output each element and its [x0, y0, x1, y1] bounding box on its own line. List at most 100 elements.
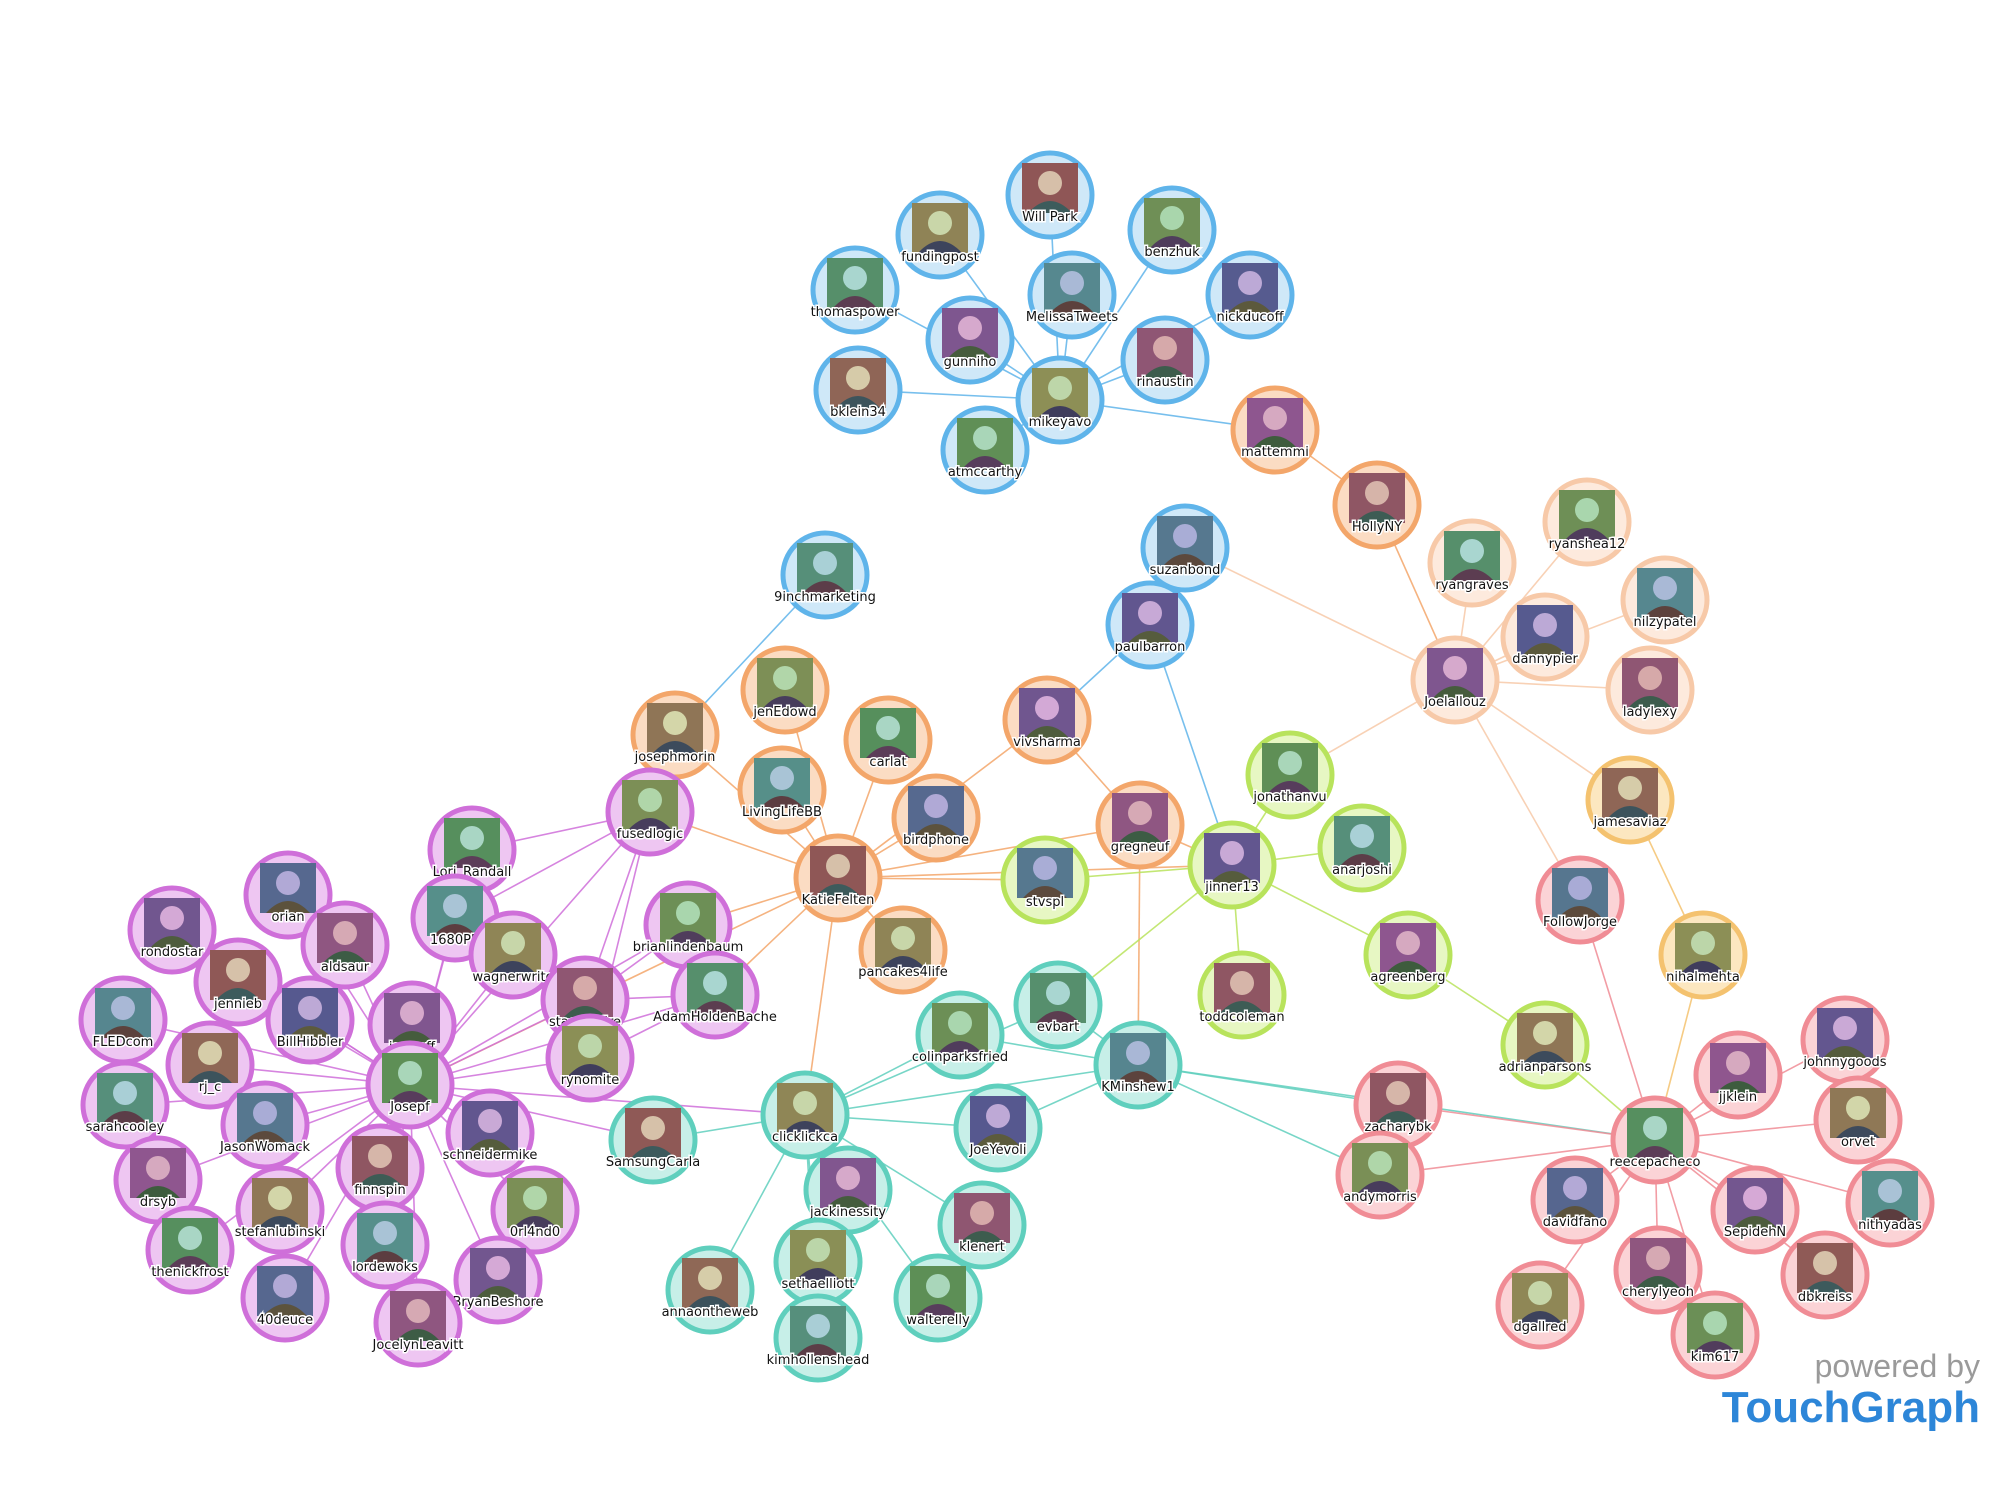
- node-joeyevoli[interactable]: JoeYevoli: [953, 1083, 1043, 1173]
- node-bryanbeshore[interactable]: BryanBeshore: [451, 1235, 545, 1325]
- node-gunniho[interactable]: gunniho: [925, 295, 1015, 385]
- node-bklein34[interactable]: bklein34: [813, 345, 903, 435]
- node-label: rj_c: [199, 1080, 222, 1095]
- node-evbart[interactable]: evbart: [1013, 960, 1103, 1050]
- node-katiefelten[interactable]: KatieFelten: [793, 833, 883, 923]
- node-toddcoleman[interactable]: toddcoleman: [1197, 950, 1287, 1040]
- node-livinglifebb[interactable]: LivingLifeBB: [737, 745, 827, 835]
- node-colinparksfried[interactable]: colinparksfried: [910, 990, 1010, 1080]
- node-fundingpost[interactable]: fundingpost: [895, 190, 985, 280]
- node-melissatweets[interactable]: MelissaTweets: [1024, 250, 1120, 340]
- node-rondostar[interactable]: rondostar: [127, 885, 217, 975]
- node-nilzypatel[interactable]: nilzypatel: [1620, 555, 1710, 645]
- node-jocelynleavitt[interactable]: JocelynLeavitt: [370, 1278, 465, 1368]
- node-jonathanvu[interactable]: jonathanvu: [1245, 730, 1335, 820]
- node-andymorris[interactable]: andymorris: [1335, 1130, 1425, 1220]
- avatar-head-icon: [1173, 524, 1197, 548]
- node-dbkreiss[interactable]: dbkreiss: [1780, 1230, 1870, 1320]
- node-aldsaur[interactable]: aldsaur: [300, 900, 390, 990]
- node-cherylyeoh[interactable]: cherylyeoh: [1613, 1225, 1703, 1315]
- node-gregneuf[interactable]: gregneuf: [1095, 780, 1185, 870]
- node-klenert[interactable]: klenert: [937, 1180, 1027, 1270]
- node-nithyadas[interactable]: nithyadas: [1845, 1158, 1935, 1248]
- node-followjorge[interactable]: FollowJorge: [1535, 855, 1625, 945]
- node-stefanlubinski[interactable]: stefanlubinski: [233, 1165, 327, 1255]
- node-fledcom[interactable]: FLEDcom: [78, 975, 168, 1065]
- node-orian[interactable]: orian: [243, 850, 333, 940]
- node-label: 1680PR: [430, 933, 480, 948]
- node-sethaelliott[interactable]: sethaelliott: [773, 1217, 863, 1307]
- edge-reecepacheco-andymorris: [1379, 1139, 1656, 1176]
- node-0rl4nd0[interactable]: 0rl4nd0: [490, 1165, 580, 1255]
- node-annaontheweb[interactable]: annaontheweb: [660, 1245, 760, 1335]
- node-carlat[interactable]: carlat: [843, 695, 933, 785]
- node-paulbarron[interactable]: paulbarron: [1105, 580, 1195, 670]
- node-jamesaviaz[interactable]: jamesaviaz: [1585, 755, 1675, 845]
- node-thenickfrost[interactable]: thenickfrost: [145, 1205, 235, 1295]
- node-mikeyavo[interactable]: mikeyavo: [1015, 355, 1105, 445]
- node-vivsharma[interactable]: vivsharma: [1002, 675, 1092, 765]
- node-40deuce[interactable]: 40deuce: [240, 1253, 330, 1343]
- node-jinner13[interactable]: jinner13: [1187, 820, 1277, 910]
- node-lordewoks[interactable]: lordewoks: [340, 1200, 430, 1290]
- avatar-body-icon: [266, 901, 310, 913]
- node-stvspl[interactable]: stvspl: [1000, 835, 1090, 925]
- node-kminshew1[interactable]: KMinshew1: [1093, 1020, 1183, 1110]
- node-sarahcooley[interactable]: sarahcooley: [80, 1060, 170, 1150]
- node-birdphone[interactable]: birdphone: [891, 773, 981, 863]
- node-samsungcarla[interactable]: SamsungCarla: [604, 1095, 702, 1185]
- node-nickducoff[interactable]: nickducoff: [1205, 250, 1295, 340]
- node-rynomite[interactable]: rynomite: [545, 1013, 635, 1103]
- node-jasonwomack[interactable]: JasonWomack: [217, 1080, 312, 1170]
- node-benzhuk[interactable]: benzhuk: [1127, 185, 1217, 275]
- node-ryanshea12[interactable]: ryanshea12: [1542, 477, 1632, 567]
- node-dgallred[interactable]: dgallred: [1495, 1260, 1585, 1350]
- node-walterelly[interactable]: walterelly: [893, 1253, 983, 1343]
- node-wagnerwrite[interactable]: wagnerwrite: [468, 910, 558, 1000]
- node-zacharybk[interactable]: zacharybk: [1353, 1060, 1443, 1150]
- node-adrianparsons[interactable]: adrianparsons: [1497, 1000, 1593, 1090]
- node-ladylexy[interactable]: ladylexy: [1605, 645, 1695, 735]
- node-davidfano[interactable]: davidfano: [1530, 1155, 1620, 1245]
- node-jenedowd[interactable]: jenEdowd: [740, 645, 830, 735]
- node-dannypier[interactable]: dannypier: [1500, 592, 1590, 682]
- node-pancakes4life[interactable]: pancakes4life: [857, 905, 949, 995]
- node-anarjoshi[interactable]: anarjoshi: [1317, 803, 1407, 893]
- node-atmccarthy[interactable]: atmccarthy: [940, 405, 1030, 495]
- node-mattemmi[interactable]: mattemmi: [1230, 385, 1320, 475]
- node-lorirandall[interactable]: Lori_Randall: [427, 805, 517, 895]
- node-jennieb[interactable]: jennieb: [193, 937, 283, 1027]
- node-kim617[interactable]: kim617: [1670, 1290, 1760, 1380]
- node-jjklein[interactable]: jjklein: [1693, 1030, 1783, 1120]
- avatar-body-icon: [1633, 1146, 1677, 1158]
- node-9inchmarketing[interactable]: 9inchmarketing: [773, 530, 877, 620]
- avatar-head-icon: [836, 1166, 860, 1190]
- node-label: jamesaviaz: [1592, 815, 1666, 830]
- node-sepiden[interactable]: SepidehN: [1710, 1165, 1800, 1255]
- node-joelallouz[interactable]: Joelallouz: [1410, 635, 1500, 725]
- node-hollyny[interactable]: HollyNY: [1332, 460, 1422, 550]
- node-jackinessity[interactable]: jackinessity: [803, 1145, 893, 1235]
- node-reecepacheco[interactable]: reecepacheco: [1608, 1095, 1702, 1185]
- node-finnspin[interactable]: finnspin: [335, 1123, 425, 1213]
- node-rinaustin[interactable]: rinaustin: [1120, 315, 1210, 405]
- node-clicklickca[interactable]: clicklickca: [760, 1070, 850, 1160]
- node-josephmorin[interactable]: josephmorin: [630, 690, 720, 780]
- node-suzanbond[interactable]: suzanbond: [1140, 503, 1230, 593]
- node-ryangraves[interactable]: ryangraves: [1427, 518, 1517, 608]
- node-billhibbler[interactable]: BillHibbler: [265, 975, 355, 1065]
- node-rjc[interactable]: rj_c: [165, 1020, 255, 1110]
- node-agreenberg[interactable]: agreenberg: [1363, 910, 1453, 1000]
- node-kimhollenshead[interactable]: kimhollenshead: [765, 1293, 871, 1383]
- edge-joelallouz-suzanbond: [1184, 547, 1456, 681]
- node-thomaspower[interactable]: thomaspower: [809, 245, 902, 335]
- node-orvet[interactable]: orvet: [1813, 1075, 1903, 1165]
- node-adamholdenbache[interactable]: AdamHoldenBache: [652, 950, 778, 1040]
- node-nihalmehta[interactable]: nihalmehta: [1658, 910, 1748, 1000]
- node-willpark[interactable]: Will Park: [1005, 150, 1095, 240]
- node-drsyb[interactable]: drsyb: [113, 1135, 203, 1225]
- node-schneidermike[interactable]: schneidermike: [441, 1088, 539, 1178]
- node-johnnygoods[interactable]: johnnygoods: [1800, 995, 1890, 1085]
- node-josepf[interactable]: Josepf: [365, 1040, 455, 1130]
- node-fusedlogic[interactable]: fusedlogic: [605, 767, 695, 857]
